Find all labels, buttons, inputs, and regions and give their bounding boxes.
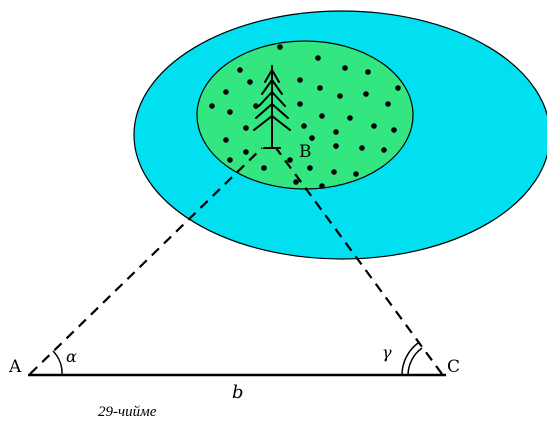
point-label-b: B — [299, 142, 312, 162]
island-dot — [297, 77, 303, 83]
island-dot — [331, 169, 337, 175]
side-label-b: b — [232, 382, 244, 403]
island-dot — [287, 157, 293, 163]
angle-arc-alpha — [52, 350, 63, 376]
angle-arc-gamma-outer — [401, 342, 419, 376]
island-dot — [227, 157, 233, 163]
figure-caption: 29-чийме — [98, 404, 157, 420]
angle-label-alpha: α — [66, 347, 77, 366]
island-dot — [391, 127, 397, 133]
island-dots — [209, 44, 401, 189]
island-dot — [333, 129, 339, 135]
island-dot — [227, 109, 233, 115]
island-dot — [223, 137, 229, 143]
island-dot — [317, 85, 323, 91]
island-inner-ellipse — [196, 40, 414, 190]
sight-line-a-b — [29, 147, 263, 375]
island-dot — [363, 91, 369, 97]
island-dot — [353, 171, 359, 177]
island-dot — [371, 123, 377, 129]
angle-label-gamma: γ — [382, 343, 392, 362]
island-dot — [319, 183, 325, 189]
point-label-c: C — [447, 357, 460, 377]
island-dot — [309, 135, 315, 141]
island-dot — [337, 93, 343, 99]
island-dot — [277, 44, 283, 50]
island-dot — [385, 101, 391, 107]
island-dot — [333, 143, 339, 149]
fir-tree-icon — [253, 65, 291, 149]
island-dot — [301, 123, 307, 129]
island-dot — [297, 101, 303, 107]
island-dot — [381, 147, 387, 153]
sight-line-c-b — [275, 147, 443, 375]
point-label-a: A — [8, 357, 22, 377]
island-dot — [315, 55, 321, 61]
island-dot — [243, 149, 249, 155]
angle-arc-gamma-inner — [407, 347, 423, 376]
island-dot — [223, 89, 229, 95]
island-dot — [319, 113, 325, 119]
island-dot — [253, 103, 259, 109]
island-dot — [395, 85, 401, 91]
island-dot — [342, 65, 348, 71]
island-dot — [237, 67, 243, 73]
island-dot — [293, 179, 299, 185]
sight-lines — [29, 147, 443, 375]
island-dot — [359, 145, 365, 151]
island-dot — [247, 79, 253, 85]
island-dot — [243, 125, 249, 131]
island-dot — [261, 165, 267, 171]
island-dot — [307, 165, 313, 171]
island-dot — [347, 115, 353, 121]
island-dot — [209, 103, 215, 109]
island-dot — [365, 69, 371, 75]
